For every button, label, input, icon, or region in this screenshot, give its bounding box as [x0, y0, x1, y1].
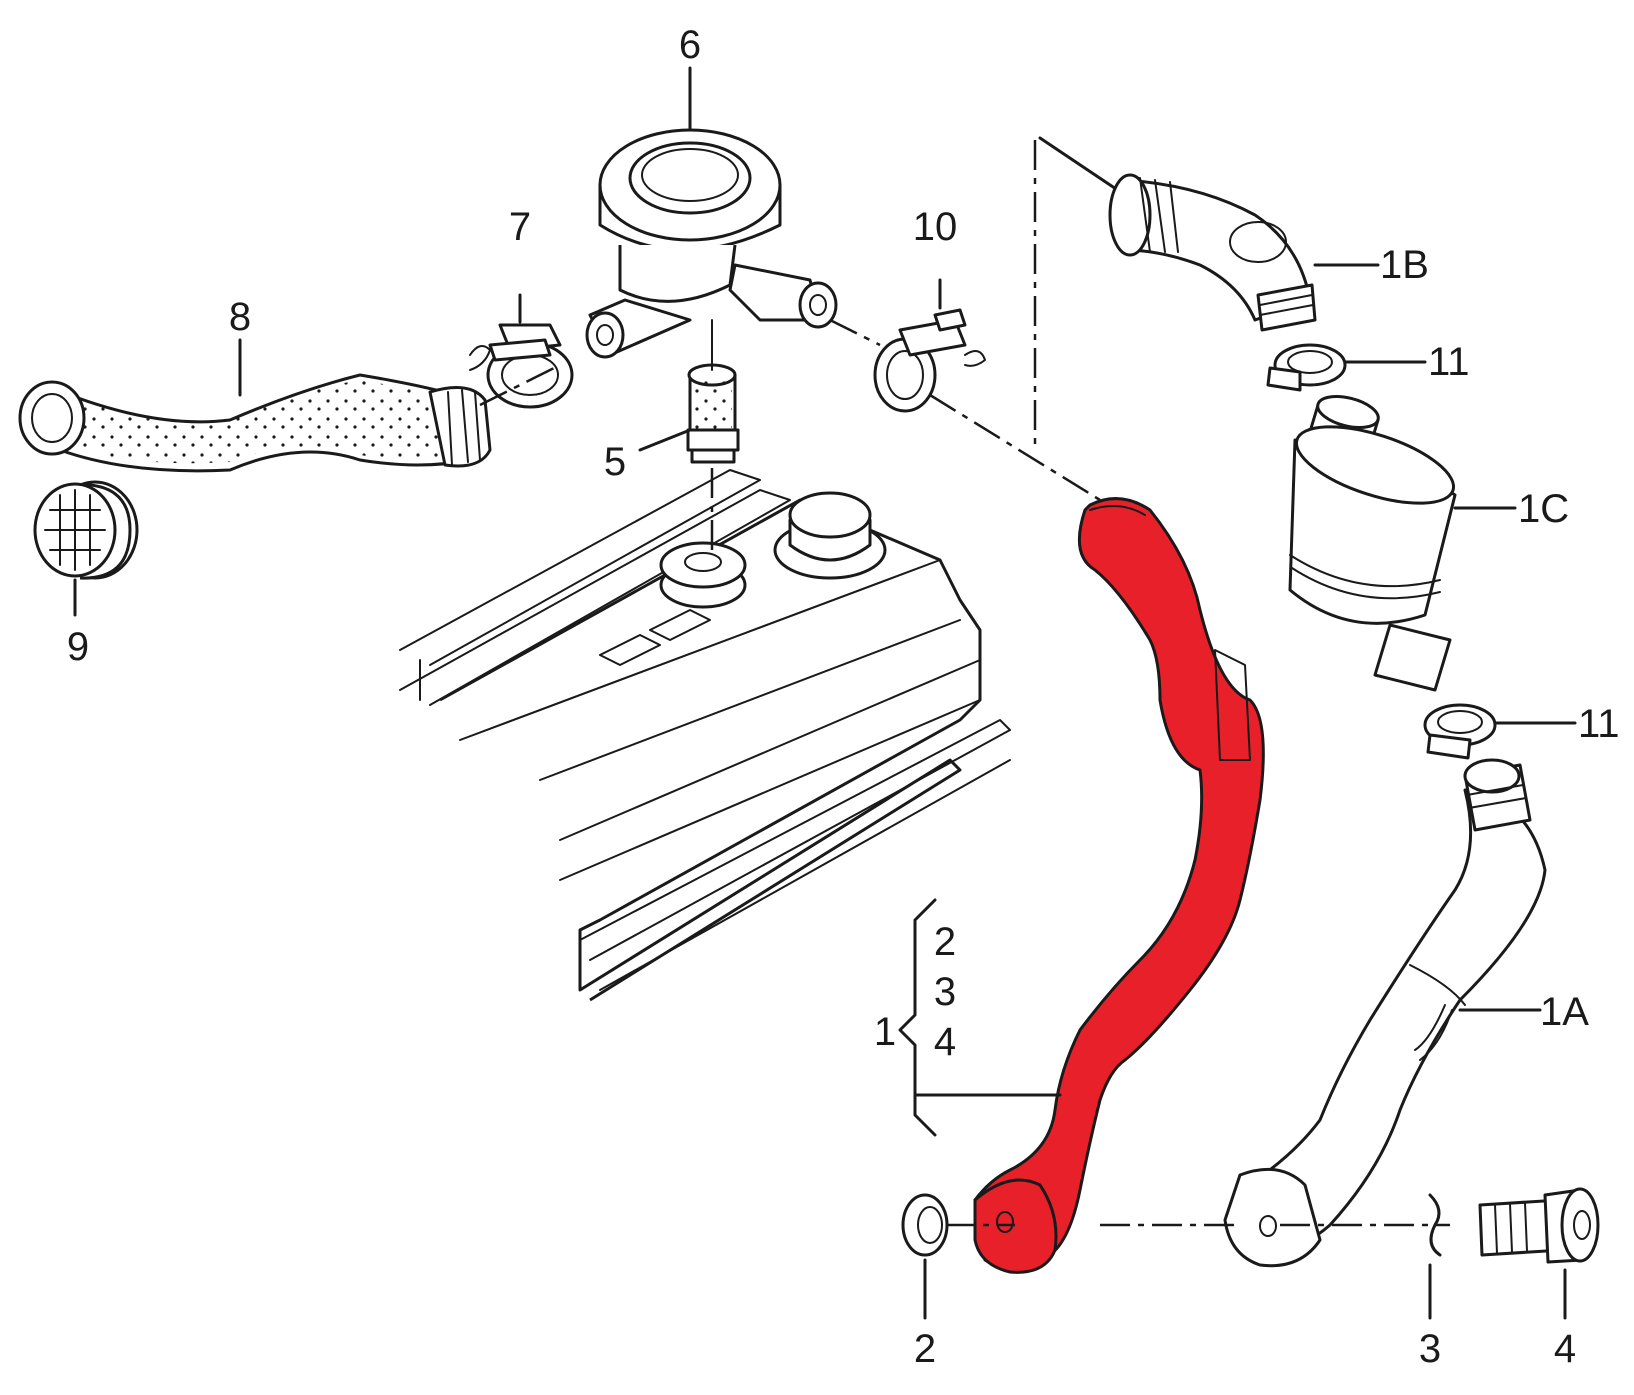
- valve-cover: [399, 469, 1011, 1002]
- clamp-part-11-top: [1266, 343, 1427, 392]
- group-brace-part-1: [898, 898, 1062, 1137]
- hose-part-1-highlighted: [973, 497, 1265, 1274]
- elbow-part-1B: [1108, 173, 1380, 332]
- bolt-part-4: [1478, 1187, 1600, 1320]
- label-part-8: 8: [229, 295, 251, 339]
- label-part-4: 4: [1554, 1327, 1576, 1371]
- label-part-5: 5: [604, 440, 626, 484]
- hose-part-8: [18, 373, 492, 473]
- label-part-1B: 1B: [1380, 243, 1429, 287]
- valve-part-6: [585, 66, 838, 359]
- label-part-6: 6: [679, 23, 701, 67]
- seal-part-3: [1428, 1193, 1442, 1320]
- label-part-3: 3: [1419, 1327, 1441, 1371]
- label-part-9: 9: [67, 625, 89, 669]
- cap-part-9: [33, 480, 139, 617]
- label-part-7: 7: [509, 205, 531, 249]
- label-part-1-sub-2: 2: [934, 920, 956, 964]
- label-part-1: 1: [874, 1010, 896, 1054]
- washer-part-2: [901, 1193, 949, 1320]
- label-part-11-mid: 11: [1578, 702, 1620, 746]
- label-part-10: 10: [913, 205, 958, 249]
- label-part-2: 2: [914, 1327, 936, 1371]
- label-part-11-top: 11: [1428, 340, 1470, 384]
- red-hose-body: [973, 497, 1265, 1268]
- red-hose-flange: [973, 1178, 1058, 1274]
- clamp-part-11-mid: [1423, 703, 1577, 760]
- grommet-part-5: [638, 319, 740, 555]
- filter-part-1C: [1288, 394, 1517, 692]
- label-part-1-sub-4: 4: [934, 1020, 956, 1064]
- clamp-part-10: [873, 278, 986, 413]
- label-part-1A: 1A: [1540, 990, 1589, 1034]
- hose-part-1A: [1223, 758, 1547, 1268]
- clamp-part-7: [469, 293, 574, 409]
- label-part-1C: 1C: [1518, 487, 1569, 531]
- label-part-1-sub-3: 3: [934, 970, 956, 1014]
